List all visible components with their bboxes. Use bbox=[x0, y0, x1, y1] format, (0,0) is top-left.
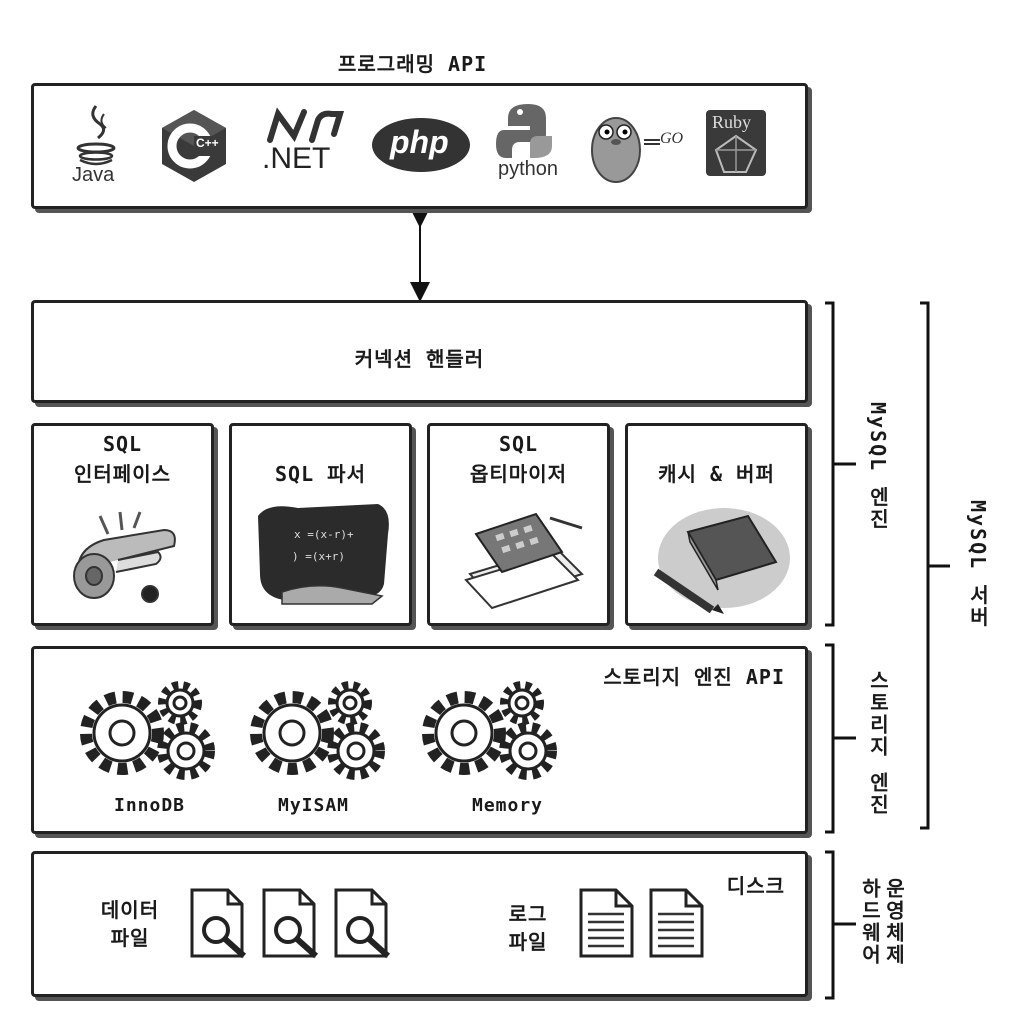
cpp-icon: C++ bbox=[158, 106, 230, 186]
connection-handler-label: 커넥션 핸들러 bbox=[354, 347, 485, 371]
os-hw-bracket-label-line1: 운영체제 bbox=[882, 878, 906, 966]
php-logo-text: php bbox=[390, 124, 449, 160]
data-file-search-icon-2 bbox=[262, 888, 319, 959]
svg-text:x =(x-r)+: x =(x-r)+ bbox=[294, 528, 354, 541]
mysql-engine-bracket bbox=[825, 301, 856, 627]
dotnet-logo-text: .NET bbox=[262, 142, 331, 175]
python-logo-text: python bbox=[498, 158, 559, 180]
os-hw-bracket bbox=[825, 850, 856, 1000]
java-icon: Java bbox=[66, 100, 126, 190]
storage-engine-bracket-label: 스토리지 엔진 bbox=[866, 670, 890, 817]
storage-engine-bracket bbox=[825, 643, 856, 834]
mysql-server-bracket bbox=[920, 301, 950, 830]
memory-label: Memory bbox=[472, 795, 544, 816]
myisam-gears-icon bbox=[250, 681, 385, 780]
book-pencil-icon bbox=[653, 508, 790, 614]
disk-box: 디스크 데이터 파일 로그 파일 bbox=[31, 851, 808, 997]
scroll-icon bbox=[73, 511, 176, 603]
ruby-logo-text: Ruby bbox=[712, 112, 752, 132]
os-hw-bracket-label-line2: 하드웨어 bbox=[858, 878, 882, 966]
sql-optimizer-line2: 옵티마이저 bbox=[470, 462, 567, 486]
calculator-icon bbox=[464, 512, 584, 610]
chalkboard-icon: x =(x-r)+ ) =(x+r) bbox=[258, 504, 389, 605]
python-icon: python bbox=[494, 100, 566, 190]
innodb-gears-icon bbox=[80, 681, 215, 780]
sql-parser-label: SQL 파서 bbox=[275, 462, 366, 486]
storage-engine-box: 스토리지 엔진 API InnoDB MyISAM bbox=[31, 646, 808, 834]
cache-buffer-label: 캐시 & 버퍼 bbox=[658, 462, 775, 486]
data-file-line2: 파일 bbox=[110, 926, 150, 950]
go-logo-text: GO bbox=[660, 130, 684, 147]
cache-buffer-box: 캐시 & 버퍼 bbox=[625, 423, 808, 626]
sql-optimizer-box: SQL 옵티마이저 bbox=[427, 423, 610, 626]
ruby-icon: Ruby bbox=[706, 110, 766, 176]
mysql-server-bracket-label: MySQL 서버 bbox=[966, 500, 990, 629]
log-file-line1: 로그 bbox=[508, 902, 548, 926]
connection-handler-box: 커넥션 핸들러 bbox=[31, 300, 808, 403]
memory-gears-icon bbox=[422, 681, 557, 780]
log-file-icon-2 bbox=[649, 888, 704, 958]
data-file-search-icon-3 bbox=[334, 888, 391, 959]
go-gopher-icon: GO bbox=[586, 106, 688, 186]
mysql-engine-bracket-label: MySQL 엔진 bbox=[866, 402, 890, 531]
php-icon: php bbox=[370, 114, 472, 176]
innodb-label: InnoDB bbox=[114, 795, 186, 816]
log-file-line2: 파일 bbox=[508, 930, 548, 954]
myisam-label: MyISAM bbox=[278, 795, 350, 816]
svg-text:) =(x+r): ) =(x+r) bbox=[292, 550, 345, 563]
client-title: 프로그래밍 API bbox=[338, 52, 488, 76]
client-box: Java C++ .NET php python bbox=[31, 83, 808, 209]
disk-title: 디스크 bbox=[726, 874, 785, 898]
sql-interface-line2: 인터페이스 bbox=[74, 462, 171, 486]
data-file-search-icon-1 bbox=[190, 888, 247, 959]
sql-optimizer-line1: SQL bbox=[498, 432, 539, 456]
log-file-icon-1 bbox=[579, 888, 634, 958]
dotnet-icon: .NET bbox=[260, 106, 350, 186]
data-file-line1: 데이터 bbox=[100, 898, 160, 922]
sql-interface-line1: SQL bbox=[102, 432, 143, 456]
java-logo-text: Java bbox=[72, 164, 115, 186]
cpp-logo-text: C++ bbox=[196, 136, 219, 150]
sql-interface-box: SQL 인터페이스 bbox=[31, 423, 214, 626]
storage-engine-api-title: 스토리지 엔진 API bbox=[603, 665, 785, 689]
sql-parser-box: SQL 파서 x =(x-r)+ ) =(x+r) bbox=[229, 423, 412, 626]
